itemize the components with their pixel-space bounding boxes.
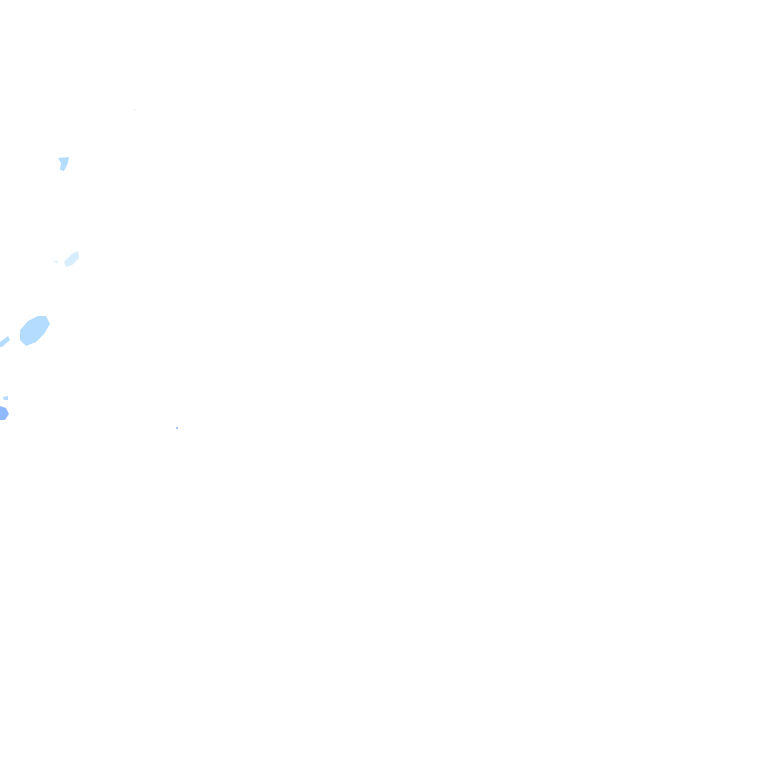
precip-cell [0,336,10,347]
precip-cell [53,261,58,263]
precip-cell [134,109,136,111]
precip-cell [176,427,178,429]
precip-cell [20,316,50,346]
precip-cell [3,396,8,400]
precip-cell [58,157,69,171]
precip-cell [0,406,9,420]
precip-cell [64,251,79,267]
